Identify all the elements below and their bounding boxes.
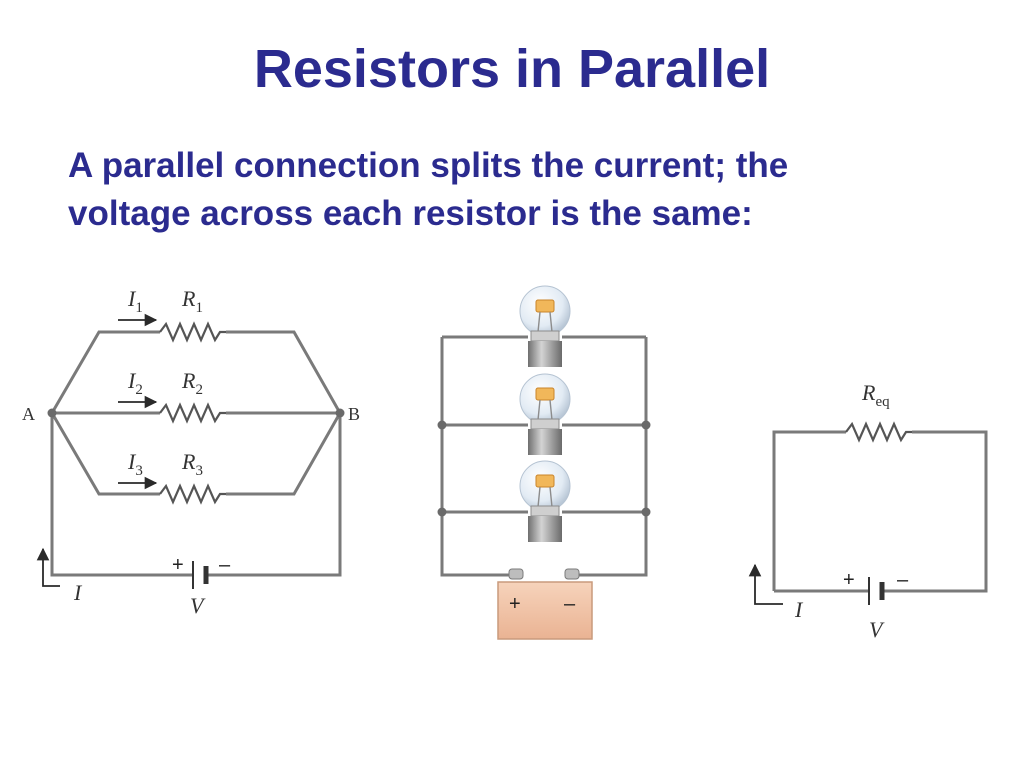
- node-b-label: B: [348, 404, 360, 424]
- battery-voltage-right: V: [869, 617, 885, 642]
- battery-plus-middle: +: [509, 593, 521, 615]
- source-current-label-right: I: [794, 597, 804, 622]
- junction-dot: [641, 507, 651, 517]
- resistor-r1: [159, 321, 226, 343]
- wire-branch-3-right: [226, 412, 342, 496]
- battery-icon: [497, 568, 593, 640]
- resistor-label-2: R2: [181, 368, 203, 398]
- wire-outer-loop-left: [50, 413, 193, 577]
- battery-symbol-left: [192, 561, 209, 589]
- battery-minus-left: –: [219, 554, 231, 576]
- battery-symbol-right: [868, 577, 885, 605]
- wire-branch-1: [50, 330, 160, 414]
- node-a-dot: [47, 408, 57, 418]
- light-bulb-icon: [519, 285, 571, 367]
- bullet-line-1: A parallel connection splits the current…: [68, 146, 789, 185]
- resistor-req: [845, 421, 912, 443]
- battery-minus-right: –: [897, 569, 909, 591]
- source-current-arrow-left: [36, 547, 60, 587]
- resistor-req-label: Req: [861, 380, 890, 410]
- resistor-label-3: R3: [181, 449, 203, 479]
- battery-minus-middle: –: [564, 593, 576, 615]
- slide-title: Resistors in Parallel: [253, 39, 771, 99]
- resistor-label-1: R1: [181, 286, 203, 316]
- wire-req-top-left: [772, 430, 846, 591]
- wire-rail-left: [440, 337, 512, 577]
- junction-dot: [641, 420, 651, 430]
- node-a-label: A: [22, 404, 35, 424]
- wire-rail-right: [572, 337, 648, 577]
- resistor-r3: [159, 483, 226, 505]
- bullet-line-2: voltage across each resistor is the same…: [68, 194, 753, 233]
- battery-plus-right: +: [843, 569, 855, 591]
- battery-voltage-left: V: [190, 593, 206, 618]
- wire-branch-3: [50, 412, 160, 496]
- source-current-label-left: I: [73, 580, 83, 605]
- node-b-dot: [335, 408, 345, 418]
- wire-outer-loop-right: [206, 413, 342, 577]
- source-current-arrow-right: [748, 563, 783, 605]
- wire-req-top-right: [882, 430, 988, 593]
- current-label-1: I1: [127, 286, 143, 316]
- current-label-2: I2: [127, 368, 143, 398]
- resistor-r2: [159, 402, 226, 424]
- wire-branch-1-right: [226, 330, 342, 414]
- battery-plus-left: +: [172, 554, 184, 576]
- light-bulb-icon: [519, 373, 571, 455]
- middle-circuit: + –: [437, 285, 651, 640]
- bullet-text: A parallel connection splits the current…: [68, 142, 948, 238]
- left-circuit: A B I1 R1 I2 R2 I3 R3 + – V: [22, 286, 360, 618]
- right-circuit: Req + – V I: [748, 380, 988, 642]
- light-bulb-icon: [519, 460, 571, 542]
- current-label-3: I3: [127, 449, 143, 479]
- junction-dot: [437, 420, 447, 430]
- junction-dot: [437, 507, 447, 517]
